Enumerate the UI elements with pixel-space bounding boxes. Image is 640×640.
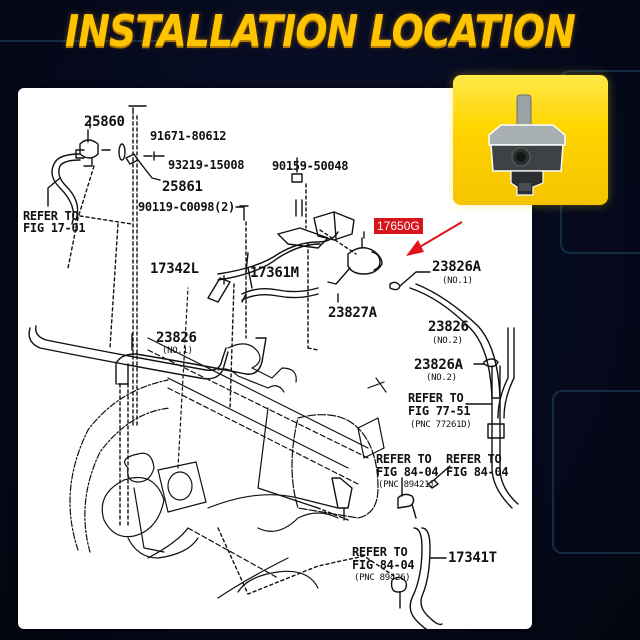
part-label-25860: 25860	[84, 114, 125, 130]
refer-fig-77-51-line1: REFER TO	[408, 391, 464, 405]
part-label-90119-c0098: 90119-C0098(2)	[138, 200, 235, 214]
part-label-23826a-no2-sub: (NO.2)	[426, 373, 457, 383]
decorative-line	[552, 390, 640, 554]
part-label-17341t: 17341T	[448, 550, 497, 566]
refer-fig-17-01-line2: FIG 17-01	[23, 221, 86, 235]
decorative-line	[0, 40, 180, 42]
page-title: INSTALLATION LOCATION	[64, 6, 576, 57]
refer-fig-17-01-line1: REFER TO	[23, 209, 79, 223]
refer-fig-84-04-c-line2: FIG 84-04	[352, 558, 415, 572]
refer-fig-84-04-b-line1: REFER TO	[446, 452, 502, 466]
part-label-23826a-no1: 23826A	[432, 259, 481, 275]
part-label-23826-no2: 23826	[428, 319, 469, 335]
part-label-23826-no1-sub: (NO.1)	[162, 346, 193, 356]
parts-diagram	[28, 105, 519, 629]
part-label-23826-no2-sub: (NO.2)	[432, 336, 463, 346]
highlighted-part-17650g: 17650G	[374, 218, 423, 234]
part-label-90159-50048: 90159-50048	[272, 159, 349, 173]
part-label-23826a-no1-sub: (NO.1)	[442, 276, 473, 286]
refer-fig-77-51-line3: (PNC 77261D)	[410, 420, 472, 430]
refer-fig-84-04-c-line1: REFER TO	[352, 545, 408, 559]
valve-25860-drawing	[75, 129, 126, 167]
part-label-17342l: 17342L	[150, 261, 199, 277]
refer-fig-84-04-a-line2: FIG 84-04	[376, 465, 439, 479]
part-label-25861: 25861	[162, 179, 203, 195]
refer-fig-84-04-c-line3: (PNC 89426)	[354, 573, 411, 583]
part-label-23826-no1: 23826	[156, 330, 197, 346]
part-label-93219-15008: 93219-15008	[168, 158, 245, 172]
refer-fig-84-04-b-line2: FIG 84-04	[446, 465, 509, 479]
product-image-box	[453, 75, 608, 205]
part-label-91671-80612: 91671-80612	[150, 129, 227, 143]
parts-diagram-panel: 25860 91671-80612 93219-15008 25861 9011…	[18, 88, 532, 629]
purge-valve-icon	[488, 94, 566, 196]
valve-17650g-drawing	[319, 229, 383, 285]
refer-fig-77-51-line2: FIG 77-51	[408, 404, 471, 418]
refer-fig-84-04-a-line1: REFER TO	[376, 452, 432, 466]
engine-drawing	[69, 287, 387, 599]
part-label-23826a-no2: 23826A	[414, 357, 463, 373]
part-label-17361m: 17361M	[250, 265, 299, 281]
part-label-23827a: 23827A	[328, 305, 377, 321]
refer-fig-84-04-a-line3: (PNC 89421)	[378, 480, 435, 490]
